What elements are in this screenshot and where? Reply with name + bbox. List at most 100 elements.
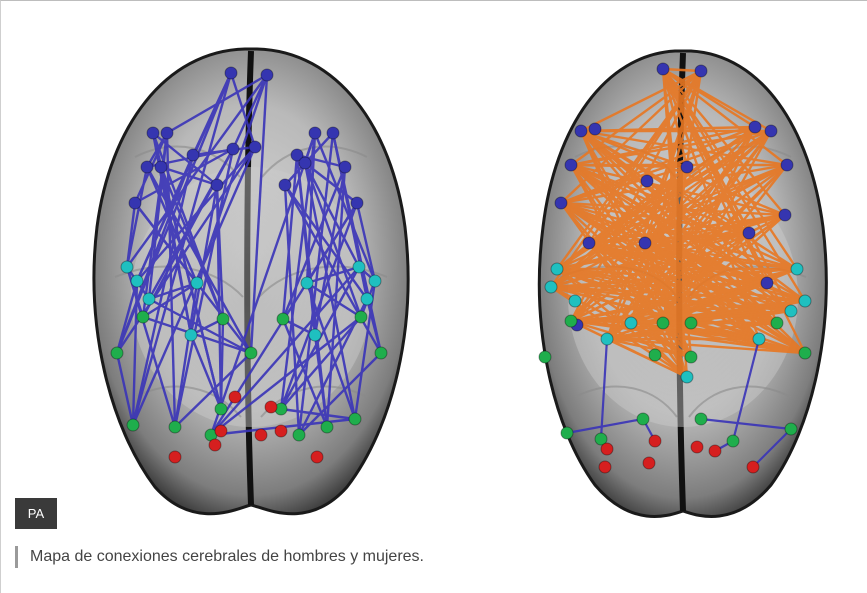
node-frontal [187, 149, 199, 161]
node-cyan [191, 277, 203, 289]
node-red [643, 457, 655, 469]
node-cyan [799, 295, 811, 307]
node-green [785, 423, 797, 435]
node-red [169, 451, 181, 463]
node-frontal [227, 143, 239, 155]
node-green [685, 317, 697, 329]
node-green [561, 427, 573, 439]
node-red [275, 425, 287, 437]
node-red [209, 439, 221, 451]
node-red [747, 461, 759, 473]
node-green [657, 317, 669, 329]
node-frontal [781, 159, 793, 171]
brain-scans-svg [15, 37, 867, 529]
node-frontal [141, 161, 153, 173]
node-cyan [309, 329, 321, 341]
node-cyan [121, 261, 133, 273]
node-cyan [551, 263, 563, 275]
node-cyan [681, 371, 693, 383]
node-cyan [185, 329, 197, 341]
node-green [355, 311, 367, 323]
node-green [771, 317, 783, 329]
node-frontal [743, 227, 755, 239]
brain-right [539, 51, 826, 516]
node-green [799, 347, 811, 359]
node-green [245, 347, 257, 359]
node-frontal [225, 67, 237, 79]
brain-left [94, 49, 408, 514]
node-red [229, 391, 241, 403]
node-cyan [131, 275, 143, 287]
node-cyan [785, 305, 797, 317]
node-green [695, 413, 707, 425]
figure-caption: Mapa de conexiones cerebrales de hombres… [30, 545, 424, 569]
node-frontal [657, 63, 669, 75]
node-red [311, 451, 323, 463]
node-red [601, 443, 613, 455]
node-frontal [211, 179, 223, 191]
caption-accent-bar [15, 546, 18, 568]
node-red [691, 441, 703, 453]
node-green [349, 413, 361, 425]
node-frontal [761, 277, 773, 289]
node-frontal [695, 65, 707, 77]
node-frontal [641, 175, 653, 187]
node-cyan [791, 263, 803, 275]
node-green [111, 347, 123, 359]
node-green [727, 435, 739, 447]
node-cyan [545, 281, 557, 293]
node-green [215, 403, 227, 415]
node-frontal [129, 197, 141, 209]
node-green [169, 421, 181, 433]
node-cyan [353, 261, 365, 273]
node-frontal [681, 161, 693, 173]
node-red [215, 425, 227, 437]
node-red [255, 429, 267, 441]
node-green [565, 315, 577, 327]
node-cyan [601, 333, 613, 345]
node-red [599, 461, 611, 473]
node-red [709, 445, 721, 457]
node-green [539, 351, 551, 363]
node-cyan [625, 317, 637, 329]
node-green [277, 313, 289, 325]
node-frontal [575, 125, 587, 137]
node-frontal [765, 125, 777, 137]
node-frontal [351, 197, 363, 209]
node-frontal [327, 127, 339, 139]
node-green [217, 313, 229, 325]
node-cyan [361, 293, 373, 305]
node-cyan [369, 275, 381, 287]
node-green [637, 413, 649, 425]
node-frontal [555, 197, 567, 209]
node-cyan [569, 295, 581, 307]
node-frontal [309, 127, 321, 139]
node-frontal [339, 161, 351, 173]
node-frontal [639, 237, 651, 249]
node-frontal [565, 159, 577, 171]
node-green [375, 347, 387, 359]
node-frontal [261, 69, 273, 81]
node-frontal [147, 127, 159, 139]
node-frontal [583, 237, 595, 249]
node-frontal [161, 127, 173, 139]
node-frontal [779, 209, 791, 221]
node-green [649, 349, 661, 361]
node-green [127, 419, 139, 431]
node-red [649, 435, 661, 447]
brain-connectivity-photo [15, 37, 867, 529]
node-cyan [143, 293, 155, 305]
node-green [293, 429, 305, 441]
node-cyan [301, 277, 313, 289]
node-red [265, 401, 277, 413]
node-frontal [155, 161, 167, 173]
photo-credit-badge: PA [15, 498, 57, 529]
node-cyan [753, 333, 765, 345]
node-frontal [299, 157, 311, 169]
node-frontal [249, 141, 261, 153]
node-green [321, 421, 333, 433]
node-green [137, 311, 149, 323]
node-frontal [749, 121, 761, 133]
node-frontal [279, 179, 291, 191]
